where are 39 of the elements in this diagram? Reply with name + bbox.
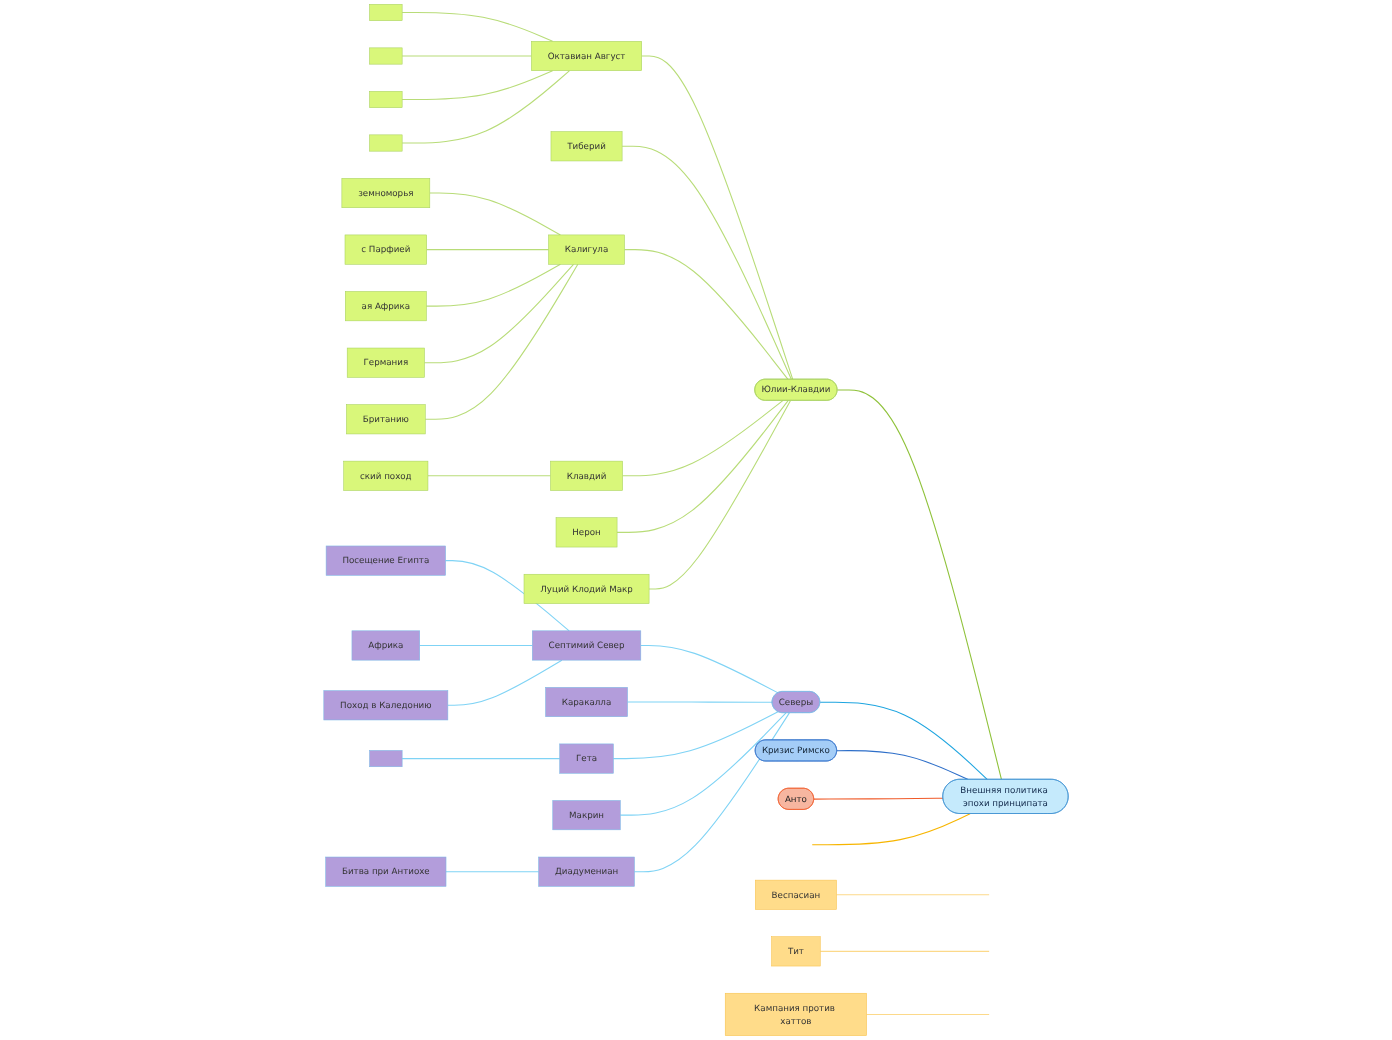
connector bbox=[424, 263, 579, 420]
connector bbox=[401, 11, 554, 42]
connector bbox=[447, 659, 563, 706]
connector bbox=[616, 400, 789, 533]
connector bbox=[425, 263, 561, 307]
connector bbox=[811, 813, 971, 846]
connector bbox=[619, 712, 787, 816]
connector bbox=[836, 750, 969, 781]
node-box bbox=[369, 750, 403, 767]
connector bbox=[633, 712, 790, 873]
connector bbox=[835, 894, 990, 896]
connector bbox=[423, 263, 575, 364]
connector bbox=[426, 249, 550, 251]
connector bbox=[866, 1013, 990, 1015]
connector bbox=[836, 389, 1003, 781]
connector bbox=[641, 55, 794, 380]
node-box bbox=[369, 47, 403, 65]
connector bbox=[401, 70, 571, 144]
connector bbox=[813, 797, 944, 800]
connector bbox=[429, 192, 561, 236]
connector bbox=[627, 701, 773, 703]
node-box bbox=[369, 134, 403, 152]
connector bbox=[819, 701, 988, 781]
connector bbox=[401, 758, 561, 760]
connector bbox=[624, 249, 789, 380]
connector bbox=[648, 400, 791, 590]
connector bbox=[445, 560, 570, 632]
connector bbox=[640, 644, 779, 694]
connector bbox=[427, 475, 551, 477]
node-box bbox=[369, 91, 403, 108]
connector bbox=[622, 400, 784, 477]
connector bbox=[445, 871, 540, 873]
connector bbox=[401, 55, 532, 57]
connector bbox=[401, 70, 554, 101]
node-box bbox=[369, 4, 403, 21]
connector bbox=[419, 644, 533, 647]
connector bbox=[621, 145, 792, 380]
connector bbox=[612, 711, 779, 760]
connector bbox=[819, 950, 990, 952]
